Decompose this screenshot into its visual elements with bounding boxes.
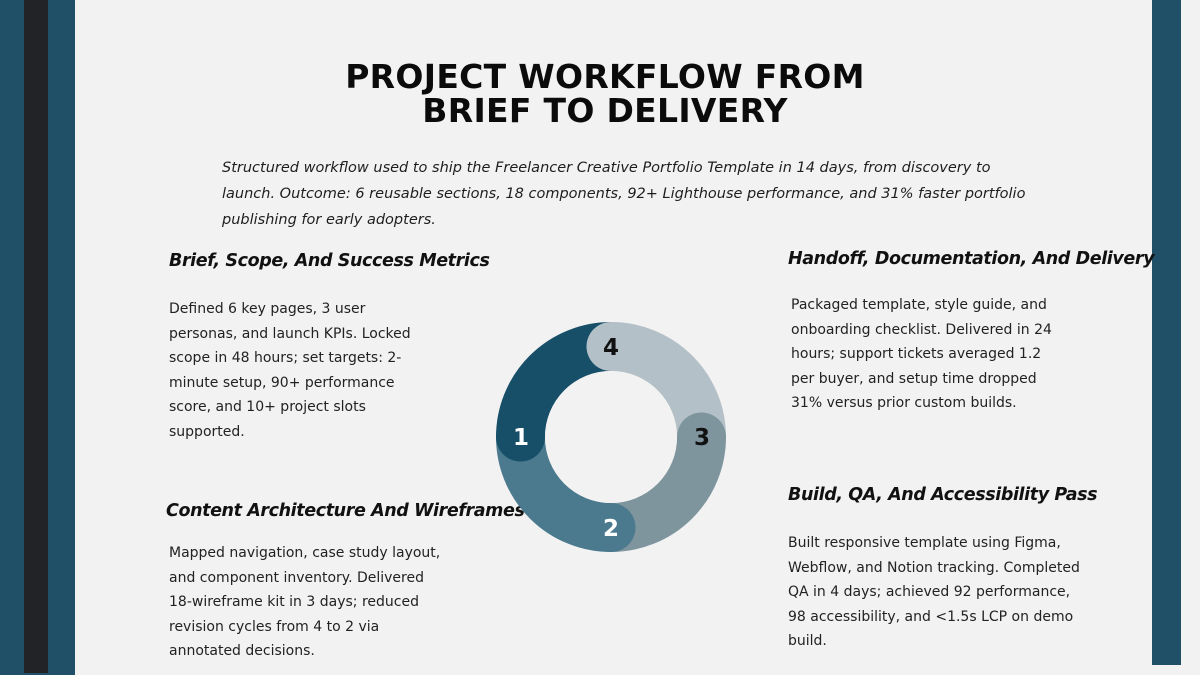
segment-3-cap [677,412,726,462]
title-line-2: BRIEF TO DELIVERY [422,91,788,130]
section-1-title: Brief, Scope, And Success Metrics [169,251,490,271]
section-2-title: Content Architecture And Wireframes [166,501,525,521]
segment-2-cap [586,503,636,552]
section-4-title: Handoff, Documentation, And Delivery [788,249,1155,269]
segment-1-label: 1 [513,425,529,451]
donut-hole [545,371,677,503]
segment-4-cap [586,322,636,371]
section-3-body: Built responsive template using Figma, W… [788,535,1080,649]
section-2-body: Mapped navigation, case study layout, an… [169,545,441,659]
page-title: PROJECT WORKFLOW FROM BRIEF TO DELIVERY [200,60,1010,128]
segment-4-label: 4 [603,335,619,361]
subtitle: Structured workflow used to ship the Fre… [222,160,1026,228]
section-4-body: Packaged template, style guide, and onbo… [791,297,1052,411]
right-decorative-band [1152,0,1181,665]
segment-1-cap [496,412,545,462]
cycle-diagram: 1 2 3 4 [486,312,736,562]
left-dark-stripe [24,0,48,673]
title-line-1: PROJECT WORKFLOW FROM [345,57,865,96]
section-1-body: Defined 6 key pages, 3 user personas, an… [169,301,411,440]
segment-2-label: 2 [603,516,619,542]
section-3-title: Build, QA, And Accessibility Pass [788,485,1098,505]
cycle-donut-svg: 1 2 3 4 [496,322,726,552]
segment-3-label: 3 [694,425,710,451]
